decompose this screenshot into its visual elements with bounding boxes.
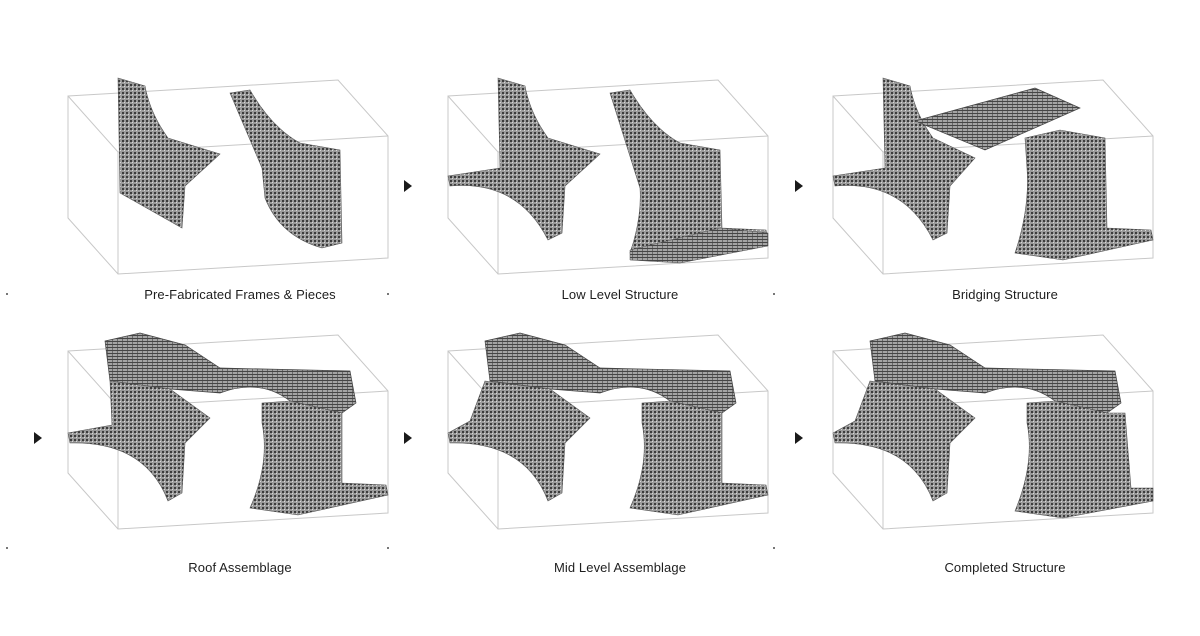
step-caption: Pre-Fabricated Frames & Pieces — [144, 287, 336, 302]
step-panel-5: Mid Level Assemblage — [430, 323, 810, 583]
low-structure-left — [447, 77, 601, 241]
low-structure-right — [609, 89, 769, 261]
marker-dot — [6, 293, 8, 295]
step-caption: Low Level Structure — [561, 287, 679, 302]
triangle-right-icon — [404, 180, 412, 192]
voxel-diagram-5 — [447, 332, 769, 530]
bounding-box — [67, 79, 389, 275]
step-panel-3: Bridging Structure — [815, 68, 1195, 328]
mid-left-support — [447, 380, 591, 502]
roof-slab — [484, 332, 737, 414]
voxel-diagram-2 — [447, 77, 769, 275]
marker-dot — [773, 293, 775, 295]
bridging-left — [832, 77, 976, 241]
triangle-right-icon — [795, 432, 803, 444]
step-caption: Mid Level Assemblage — [553, 560, 687, 575]
voxel-diagram-1 — [67, 77, 389, 275]
step-caption: Roof Assemblage — [188, 560, 292, 575]
marker-dot — [773, 547, 775, 549]
roof-slab — [869, 332, 1122, 414]
step-panel-1: Pre-Fabricated Frames & Pieces — [50, 68, 430, 328]
bridging-right — [1014, 129, 1154, 261]
voxel-diagram-4 — [67, 332, 389, 530]
triangle-right-icon — [34, 432, 42, 444]
mid-right-support — [629, 400, 769, 516]
low-structure-base — [629, 227, 769, 264]
step-caption: Completed Structure — [944, 560, 1066, 575]
roof-left-support — [67, 380, 211, 502]
voxel-diagram-6 — [832, 332, 1154, 530]
roof-right-support — [249, 400, 389, 516]
completed-right-support — [1014, 400, 1154, 519]
triangle-right-icon — [404, 432, 412, 444]
step-panel-2: Low Level Structure — [430, 68, 810, 328]
step-panel-6: Completed Structure — [815, 323, 1195, 583]
marker-dot — [6, 547, 8, 549]
voxel-diagram-3 — [832, 77, 1154, 275]
step-caption: Bridging Structure — [952, 287, 1058, 302]
bridging-slab — [913, 87, 1081, 151]
marker-dot — [387, 293, 389, 295]
triangle-right-icon — [795, 180, 803, 192]
roof-slab — [104, 332, 357, 414]
frame-piece-left — [117, 77, 221, 229]
frame-piece-right — [229, 89, 343, 249]
completed-left-support — [832, 380, 976, 502]
marker-dot — [387, 547, 389, 549]
step-panel-4: Roof Assemblage — [50, 323, 430, 583]
